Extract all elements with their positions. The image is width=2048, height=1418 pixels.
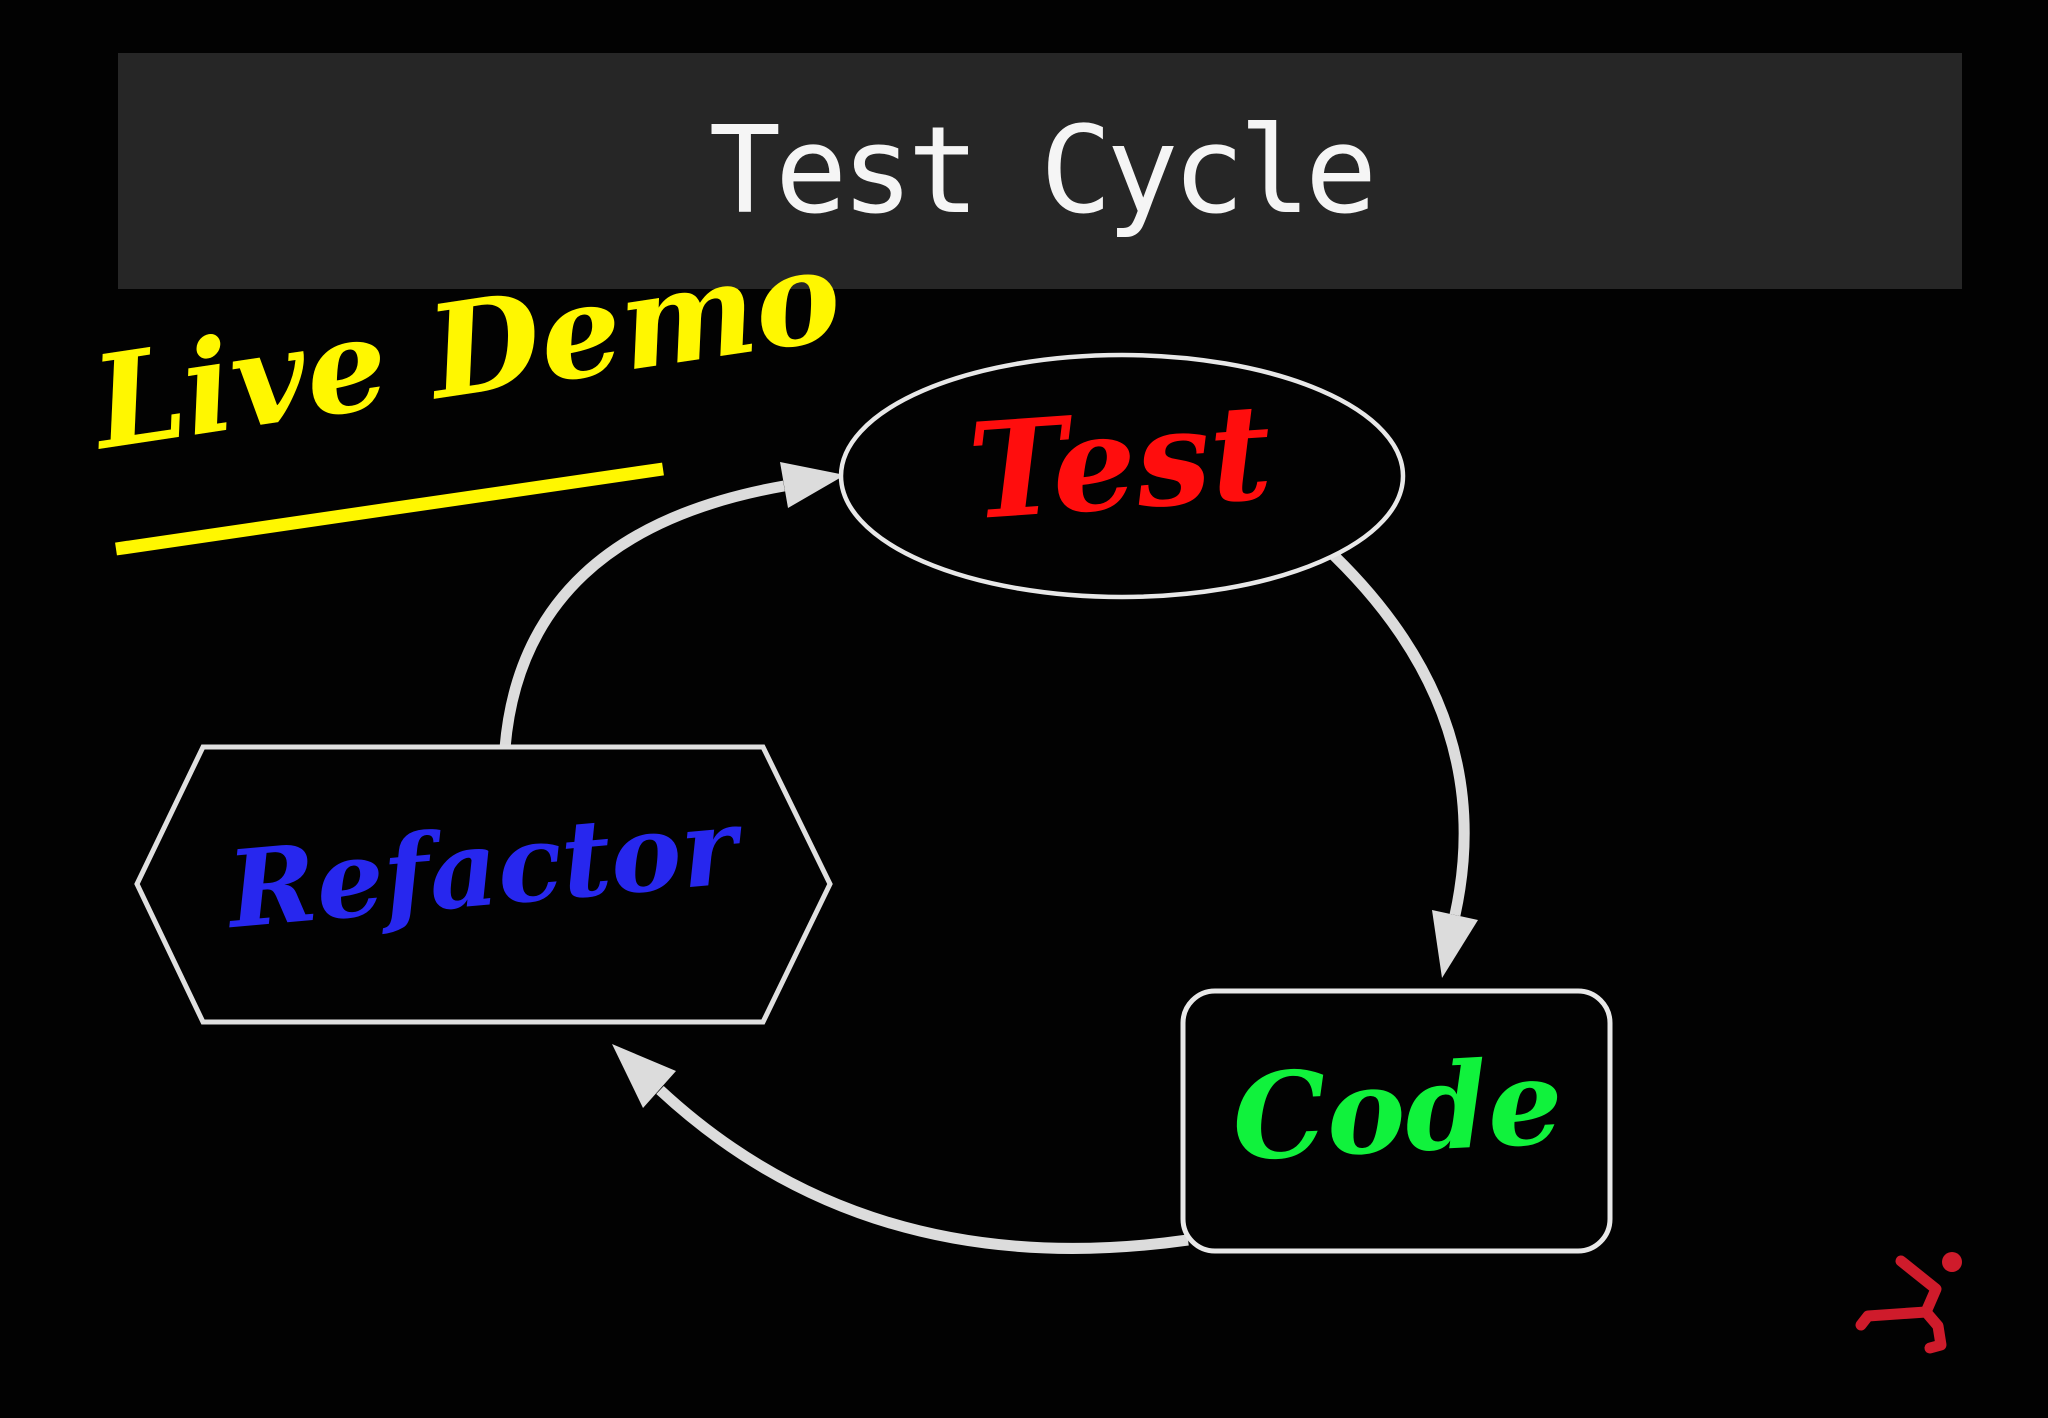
test-node-ellipse	[838, 352, 1406, 600]
arrow-refactor-to-test	[499, 462, 845, 749]
code-node-rounded-rect	[1180, 988, 1613, 1254]
slide-title: Test Cycle	[708, 101, 1377, 241]
refactor-node-hexagon	[134, 744, 833, 1025]
test-node-label: Test	[963, 374, 1277, 551]
arrow-code-to-refactor	[612, 1044, 1189, 1254]
arrow-test-to-code	[1320, 541, 1478, 978]
title-bar: Test Cycle	[118, 53, 1962, 289]
code-node-label: Code	[1228, 1031, 1567, 1188]
running-figure-logo	[1855, 1252, 1962, 1354]
live-demo-underline	[115, 462, 664, 556]
